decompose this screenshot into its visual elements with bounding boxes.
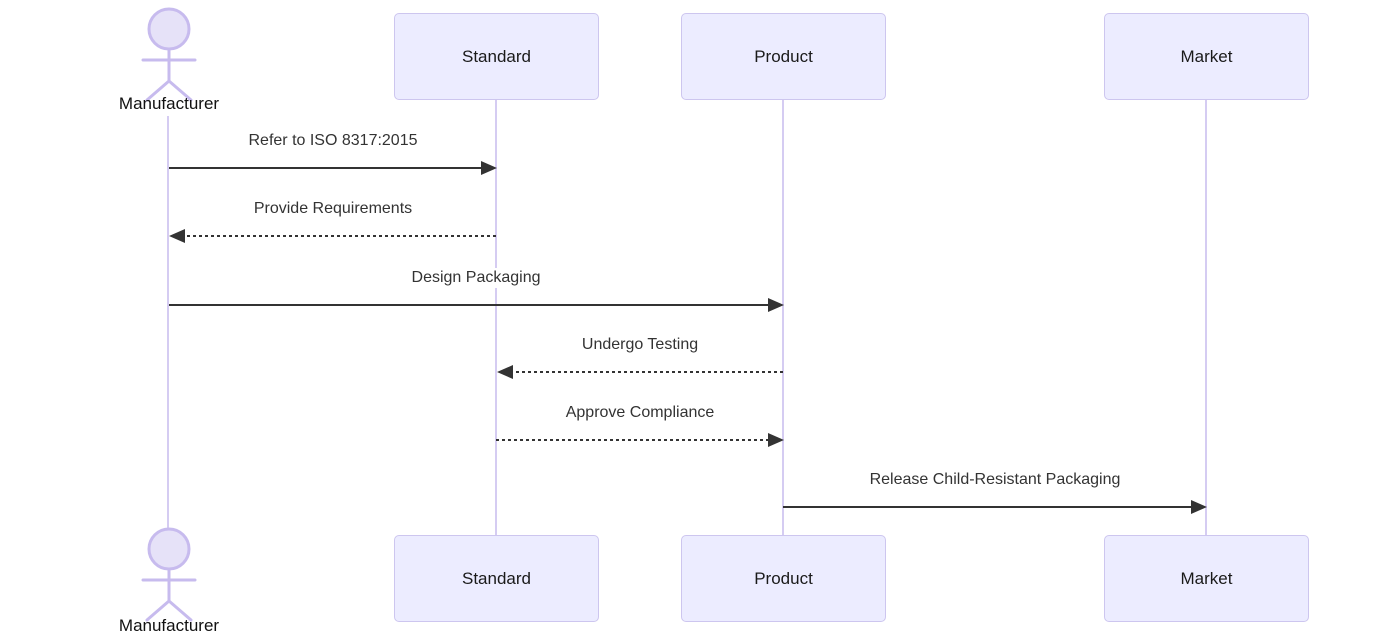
message-label-2: Provide Requirements [250, 199, 416, 219]
message-label-3: Design Packaging [408, 268, 544, 288]
message-arrow-2 [169, 229, 496, 243]
participant-product-bottom: Product [681, 535, 886, 622]
message-label-4: Undergo Testing [578, 335, 702, 355]
participant-market-top: Market [1104, 13, 1309, 100]
actor-icon-manufacturer-top [141, 7, 197, 102]
message-arrow-3 [169, 298, 784, 312]
participant-standard-bottom: Standard [394, 535, 599, 622]
participant-standard-top: Standard [394, 13, 599, 100]
message-arrow-4 [497, 365, 783, 379]
participant-manufacturer-top-label: Manufacturer [118, 94, 220, 113]
participant-manufacturer-bottom-label: Manufacturer [118, 616, 220, 635]
message-label-1: Refer to ISO 8317:2015 [245, 131, 421, 151]
message-label-5: Approve Compliance [562, 403, 718, 423]
message-arrow-6 [783, 500, 1207, 514]
participant-product-top: Product [681, 13, 886, 100]
message-label-6: Release Child-Resistant Packaging [866, 470, 1124, 490]
actor-icon-manufacturer-bottom [141, 527, 197, 622]
message-arrow-5 [496, 433, 784, 447]
message-arrow-1 [169, 161, 497, 175]
participant-market-bottom: Market [1104, 535, 1309, 622]
